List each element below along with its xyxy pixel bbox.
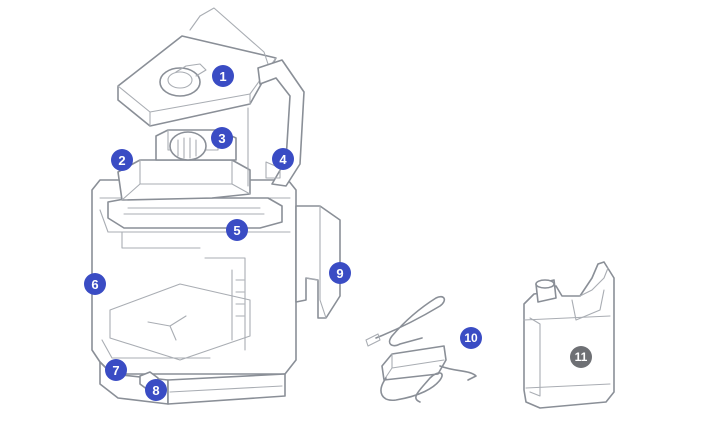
callout-4-hinge: 4	[272, 148, 294, 170]
callout-7-base: 7	[105, 359, 127, 381]
side-bracket-drawing	[295, 205, 341, 319]
power-adapter-drawing	[365, 295, 477, 403]
resin-tank-drawing	[107, 197, 283, 229]
solvent-bottle-drawing	[523, 261, 615, 409]
callout-10-power-adapter: 10	[460, 327, 482, 349]
callout-6-wash-container: 6	[84, 273, 106, 295]
callout-11-solvent-bottle: 11	[570, 346, 592, 368]
callout-9-side-bracket: 9	[329, 262, 351, 284]
callout-3-build-plate-handle: 3	[211, 127, 233, 149]
lid-drawing	[117, 7, 277, 127]
callout-5-resin-tank: 5	[226, 219, 248, 241]
build-plate-handle-drawing	[169, 131, 207, 161]
callout-1-lid: 1	[212, 65, 234, 87]
callout-8-drain-valve: 8	[145, 379, 167, 401]
callout-2-build-plate: 2	[111, 149, 133, 171]
